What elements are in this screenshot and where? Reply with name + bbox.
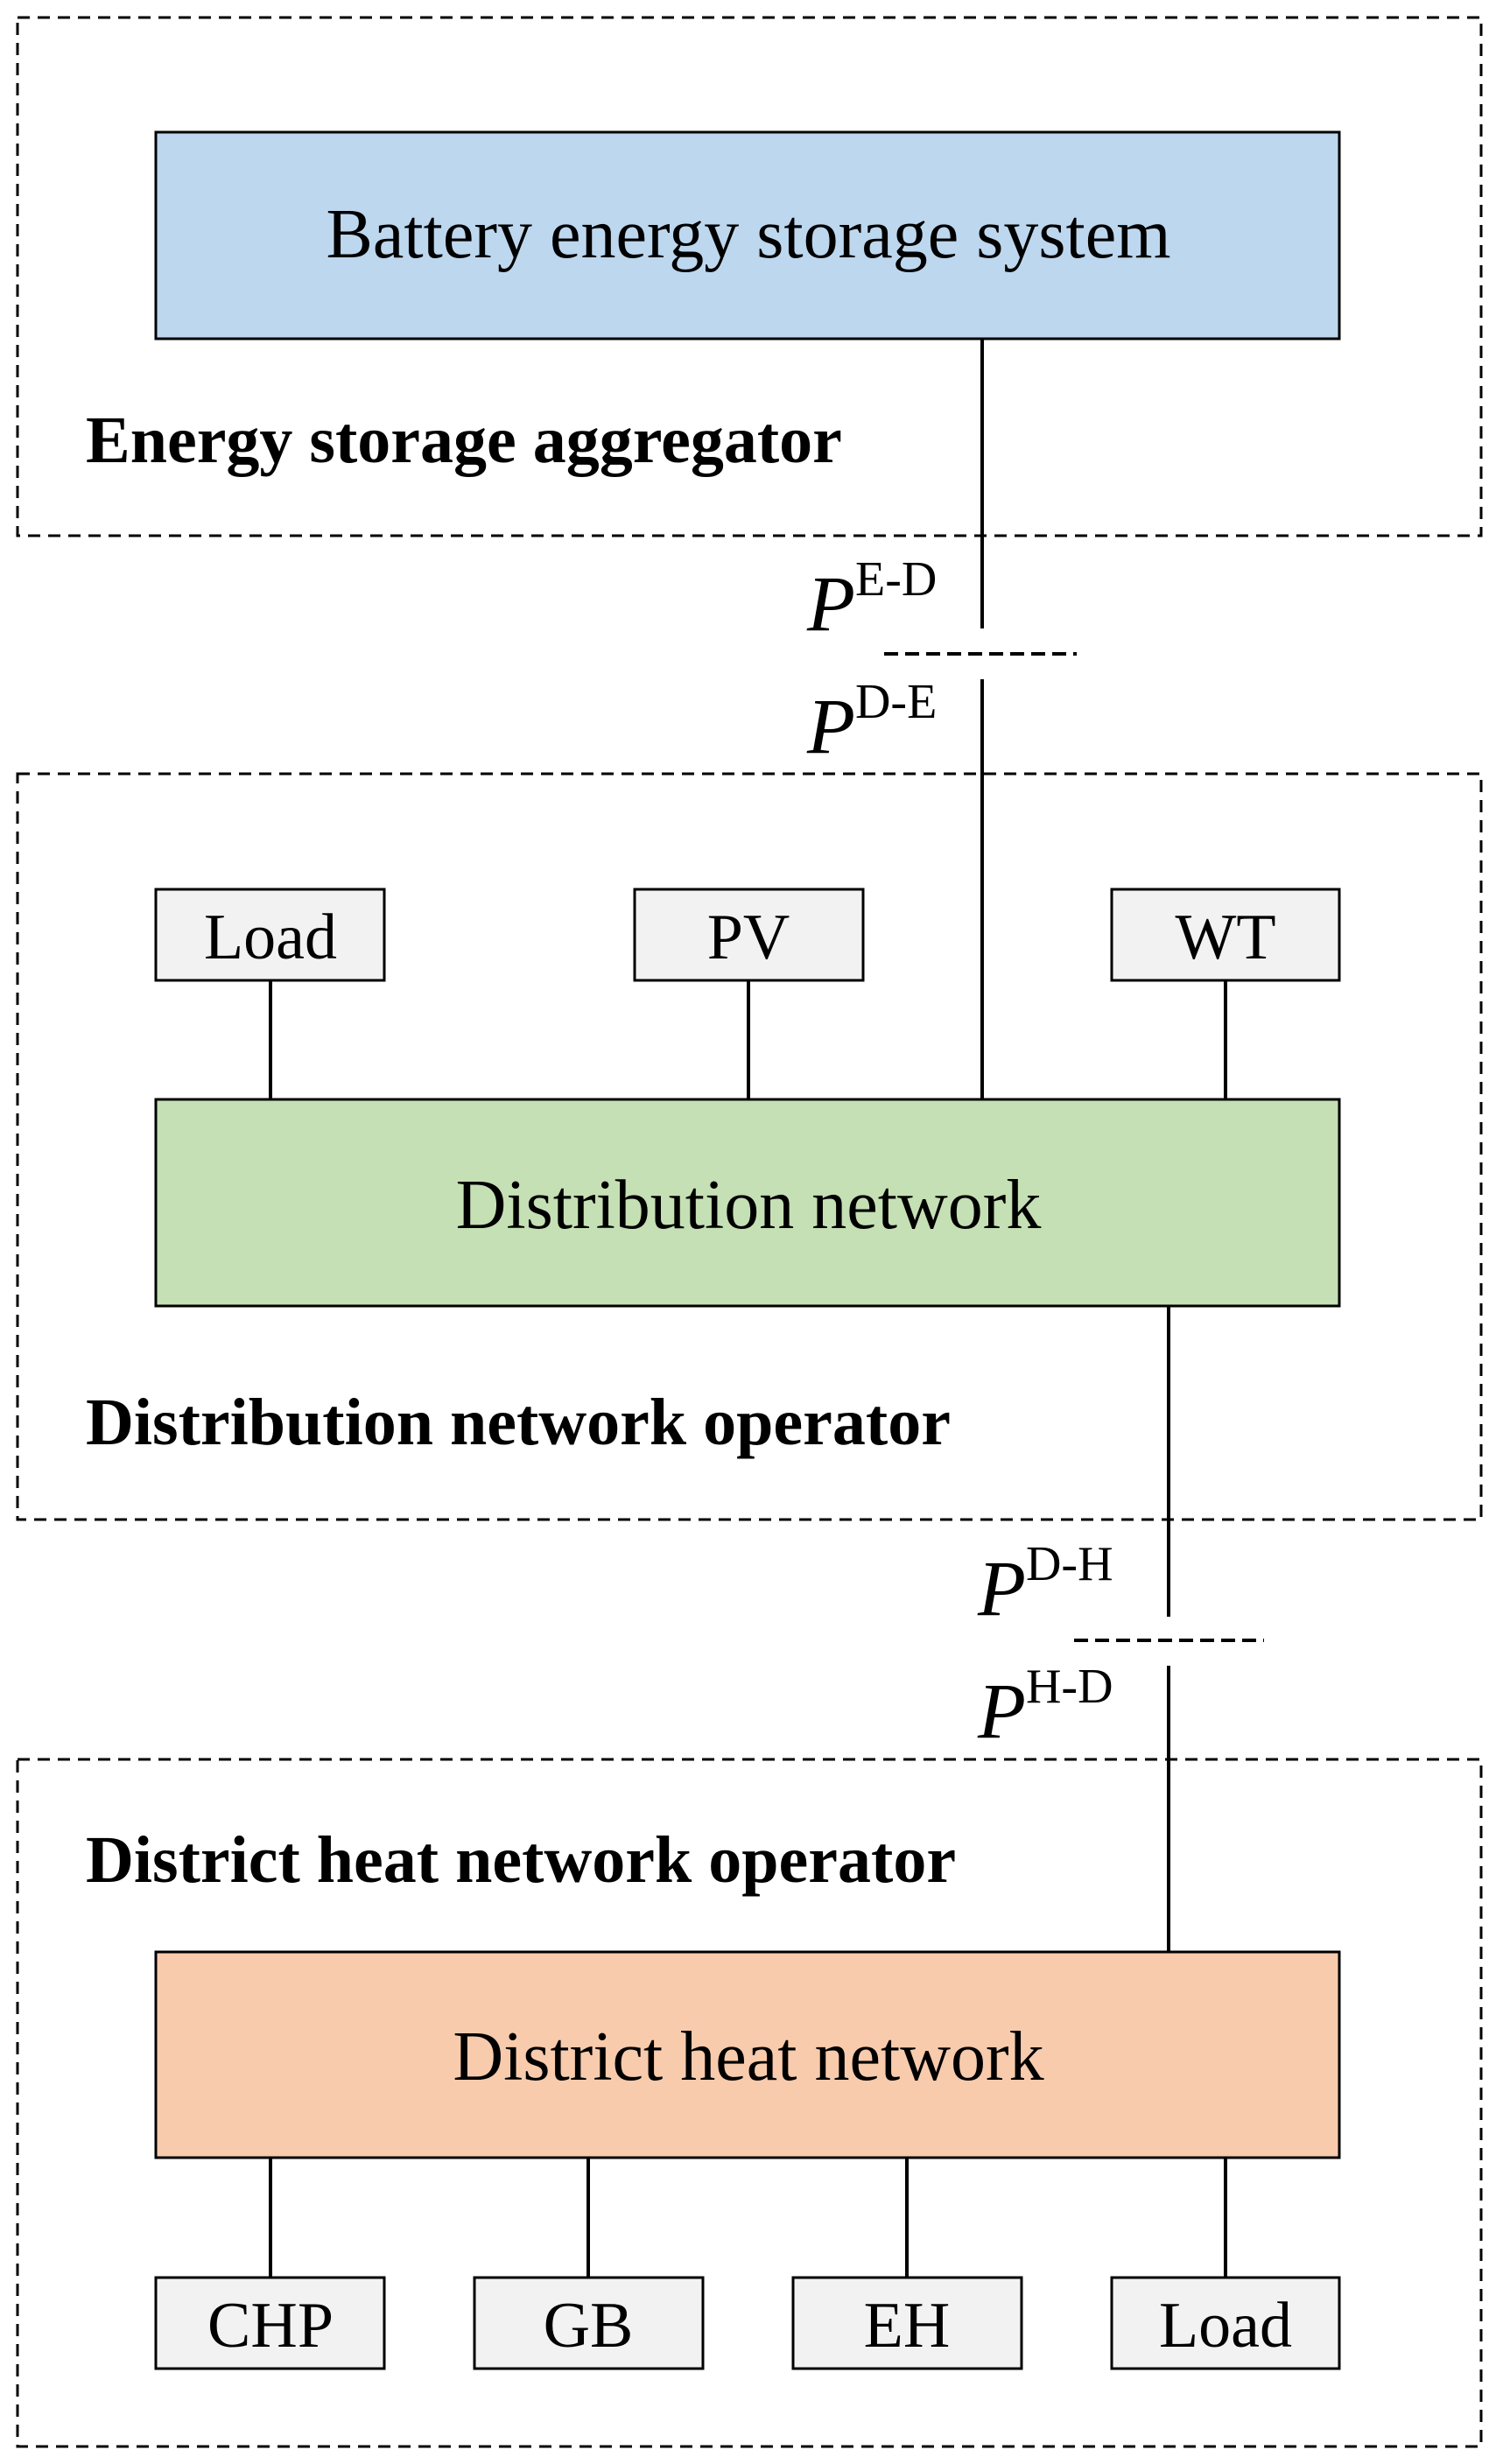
distribution-network-box [154,1098,1341,1308]
heat-device-gb-label: GB [544,2290,634,2362]
heat-device-chp-box [154,2276,386,2370]
distribution-device-load: Load [154,888,386,982]
distribution-device-wt-box [1110,888,1341,982]
bess-box [154,130,1341,340]
p-ed-label: PE-D [806,552,937,648]
heat-device-eh-box [791,2276,1023,2370]
distribution-network-operator-region [16,772,1483,1521]
distribution-network-operator-label: Distribution network operator [86,1386,951,1459]
distribution-device-wt: WT [1110,888,1341,982]
heat-device-eh: EH [791,2276,1023,2370]
p-dh-label: PD-H [977,1537,1113,1632]
p-ed-superscript: E-D [855,552,937,607]
distribution-device-pv-box [633,888,865,982]
p-hd-symbol: P [977,1668,1026,1755]
district-heat-network-label: District heat network [453,2018,1043,2095]
p-de-superscript: D-E [855,675,937,729]
district-heat-network-operator-label: District heat network operator [86,1823,956,1897]
p-ed-symbol: P [806,561,855,648]
heat-device-load: Load [1110,2276,1341,2370]
p-dh-superscript: D-H [1026,1537,1113,1591]
energy-storage-aggregator-region [16,16,1483,537]
heat-device-gb-box [473,2276,705,2370]
district-heat-network-box [154,1950,1341,2159]
p-dh-symbol: P [977,1546,1026,1632]
distribution-device-load-label: Load [204,902,337,973]
district-heat-network-operator-region [16,1758,1483,2448]
distribution-network-label: Distribution network [456,1167,1042,1244]
heat-device-load-label: Load [1159,2290,1292,2362]
heat-device-chp-label: CHP [207,2290,334,2362]
bess-label: Battery energy storage system [327,196,1171,273]
p-de-symbol: P [806,684,855,770]
p-hd-label: PH-D [977,1660,1113,1755]
p-de-label: PD-E [806,675,937,770]
distribution-device-pv: PV [633,888,865,982]
heat-device-eh-label: EH [864,2290,951,2362]
heat-device-chp: CHP [154,2276,386,2370]
heat-device-gb: GB [473,2276,705,2370]
distribution-device-wt-label: WT [1175,902,1275,973]
p-hd-superscript: H-D [1026,1660,1113,1714]
energy-storage-aggregator-label: Energy storage aggregator [86,404,842,477]
distribution-device-pv-label: PV [707,902,790,973]
heat-device-load-box [1110,2276,1341,2370]
